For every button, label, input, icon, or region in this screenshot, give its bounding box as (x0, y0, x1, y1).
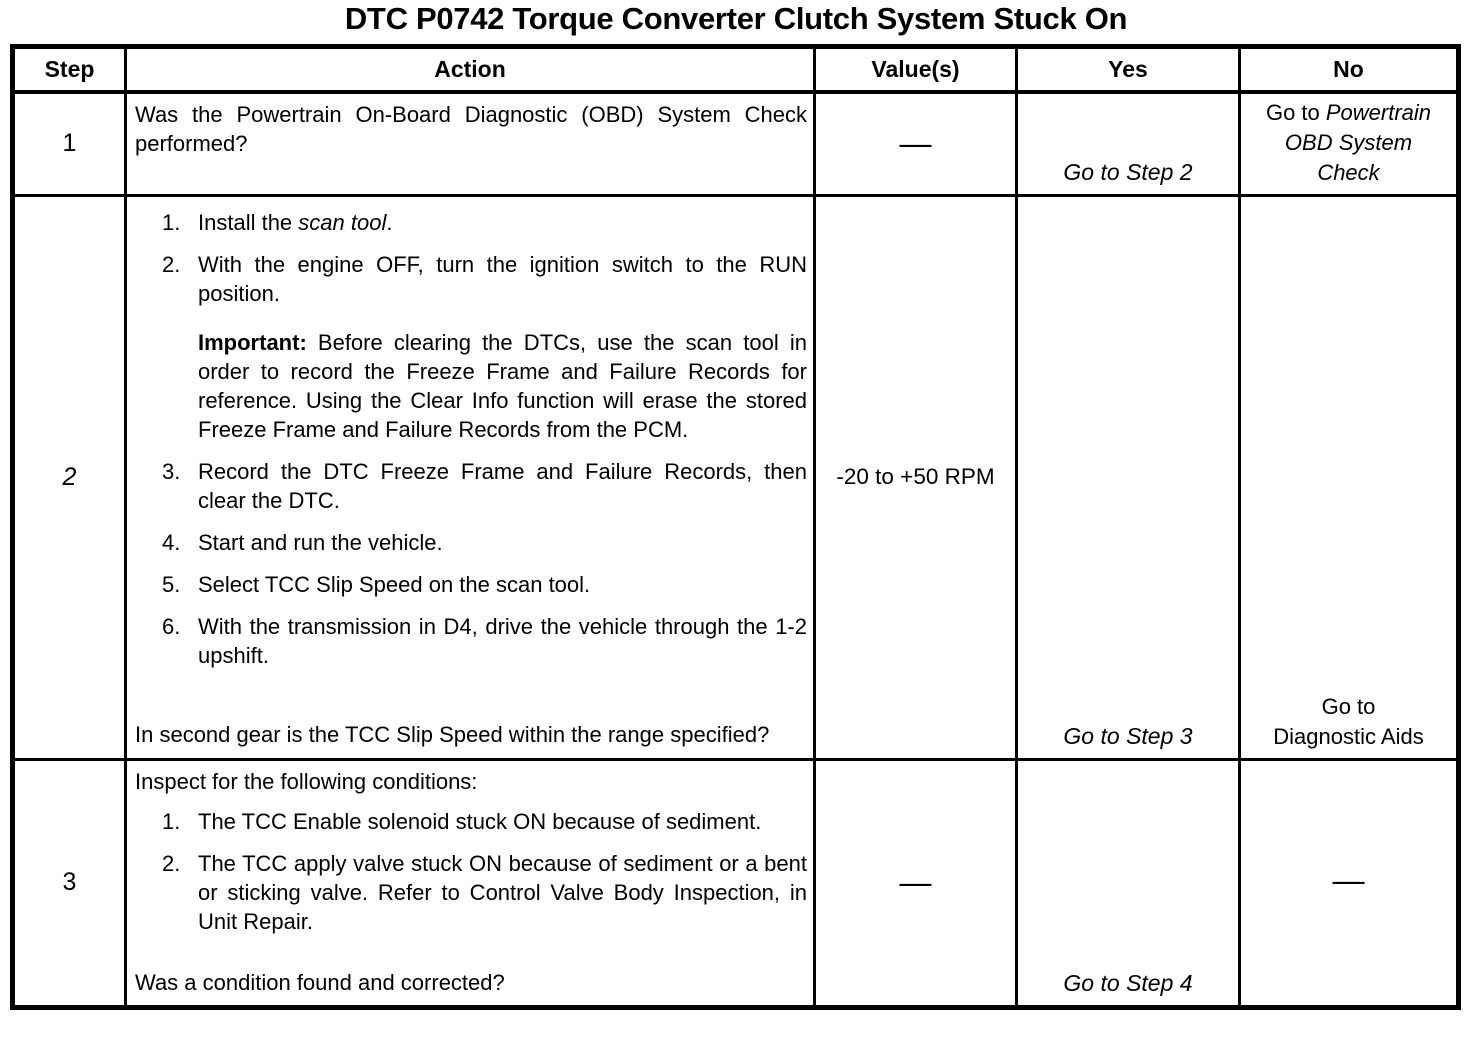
no-goto-target: OBD System (1284, 129, 1413, 155)
value-range: -20 to +50 RPM (836, 464, 995, 489)
yes-cell: Go to Step 3 (1015, 193, 1241, 761)
yes-goto-text: Go to Step 4 (1063, 969, 1193, 996)
list-item-text: The TCC apply valve stuck ON because of … (198, 850, 807, 934)
no-goto-target: Powertrain (1325, 99, 1432, 125)
action-list-item: 6. With the transmission in D4, drive th… (135, 612, 807, 670)
action-list-item: 1. The TCC Enable solenoid stuck ON beca… (135, 807, 807, 836)
action-question: Was a condition found and corrected? (135, 969, 505, 995)
action-list-item: 4. Start and run the vehicle. (135, 528, 807, 557)
column-header-yes: Yes (1015, 45, 1241, 94)
list-item-number: 2. (162, 251, 181, 277)
table-row-step-3: 3 Inspect for the following conditions: … (11, 757, 1460, 1009)
value-cell: -20 to +50 RPM (813, 193, 1018, 761)
column-header-action: Action (124, 45, 816, 94)
scan-tool-italic: scan tool (298, 209, 387, 235)
list-item-number: 3. (162, 458, 181, 484)
action-list-item: 2. With the engine OFF, turn the ignitio… (135, 250, 807, 308)
value-dash: — (899, 125, 932, 161)
page-title: DTC P0742 Torque Converter Clutch System… (344, 1, 1128, 36)
value-cell: — (813, 757, 1018, 1009)
no-cell: Go to Diagnostic Aids (1238, 193, 1460, 761)
no-dash: — (1332, 861, 1365, 898)
list-item-number: 1. (162, 808, 181, 834)
action-cell: Was the Powertrain On-Board Diagnostic (… (124, 90, 816, 197)
action-list-item: 3. Record the DTC Freeze Frame and Failu… (135, 457, 807, 515)
list-item-number: 4. (162, 529, 181, 555)
important-label: Important: (198, 329, 307, 355)
action-cell: 1. Install the scan tool. 2. With the en… (124, 193, 816, 761)
list-item-text-part: . (386, 209, 393, 235)
no-goto-target: Check (1317, 159, 1380, 185)
action-list-item: 5. Select TCC Slip Speed on the scan too… (135, 570, 807, 599)
table-row-step-1: 1 Was the Powertrain On-Board Diagnostic… (11, 90, 1460, 197)
yes-cell: Go to Step 4 (1015, 757, 1241, 1009)
action-list-item: 2. The TCC apply valve stuck ON because … (135, 849, 807, 936)
list-item-text: Record the DTC Freeze Frame and Failure … (198, 458, 807, 513)
column-header-values: Value(s) (813, 45, 1018, 94)
column-header-step: Step (11, 45, 127, 94)
column-header-no: No (1238, 45, 1460, 94)
no-goto-text: Go to (1321, 693, 1376, 719)
no-cell: Go to Powertrain OBD System Check (1238, 90, 1460, 197)
list-item-number: 6. (162, 613, 181, 639)
value-cell: — (813, 90, 1018, 197)
yes-goto-text: Go to Step 3 (1063, 722, 1193, 749)
list-item-number: 1. (162, 209, 181, 235)
diagnostic-table: Step Action Value(s) Yes No 1 Was the Po… (10, 44, 1461, 1010)
list-item-text: The TCC Enable solenoid stuck ON because… (198, 808, 762, 834)
no-goto-prefix: Go to (1265, 99, 1326, 125)
important-text: Before clearing the DTCs, use the scan t… (198, 329, 807, 442)
list-item-number: 2. (162, 850, 181, 876)
value-dash: — (899, 864, 932, 900)
action-cell: Inspect for the following conditions: 1.… (124, 757, 816, 1009)
action-question: In second gear is the TCC Slip Speed wit… (135, 721, 770, 747)
list-item-number: 5. (162, 571, 181, 597)
header-row: Step Action Value(s) Yes No (11, 45, 1460, 94)
yes-goto-text: Go to Step 2 (1063, 158, 1193, 185)
table-row-step-2: 2 1. Install the scan tool. 2. With the … (11, 193, 1460, 761)
list-item-text: Select TCC Slip Speed on the scan tool. (198, 571, 591, 597)
important-note: Important: Before clearing the DTCs, use… (198, 328, 807, 444)
yes-cell: Go to Step 2 (1015, 90, 1241, 197)
list-item-text: With the transmission in D4, drive the v… (198, 613, 807, 668)
no-cell: — (1238, 757, 1460, 1009)
action-intro: Inspect for the following conditions: (135, 768, 478, 794)
step-cell: 2 (11, 193, 127, 761)
no-goto-text: Diagnostic Aids (1273, 723, 1424, 749)
step-cell: 1 (11, 90, 127, 197)
step-cell: 3 (11, 757, 127, 1009)
list-item-text: With the engine OFF, turn the ignition s… (198, 251, 807, 306)
action-question: Was the Powertrain On-Board Diagnostic (… (135, 101, 807, 156)
action-list-item: 1. Install the scan tool. (135, 208, 807, 237)
list-item-text-part: Install the (198, 209, 299, 235)
list-item-text: Start and run the vehicle. (198, 529, 443, 555)
list-item-text: Install the scan tool. (198, 208, 807, 237)
